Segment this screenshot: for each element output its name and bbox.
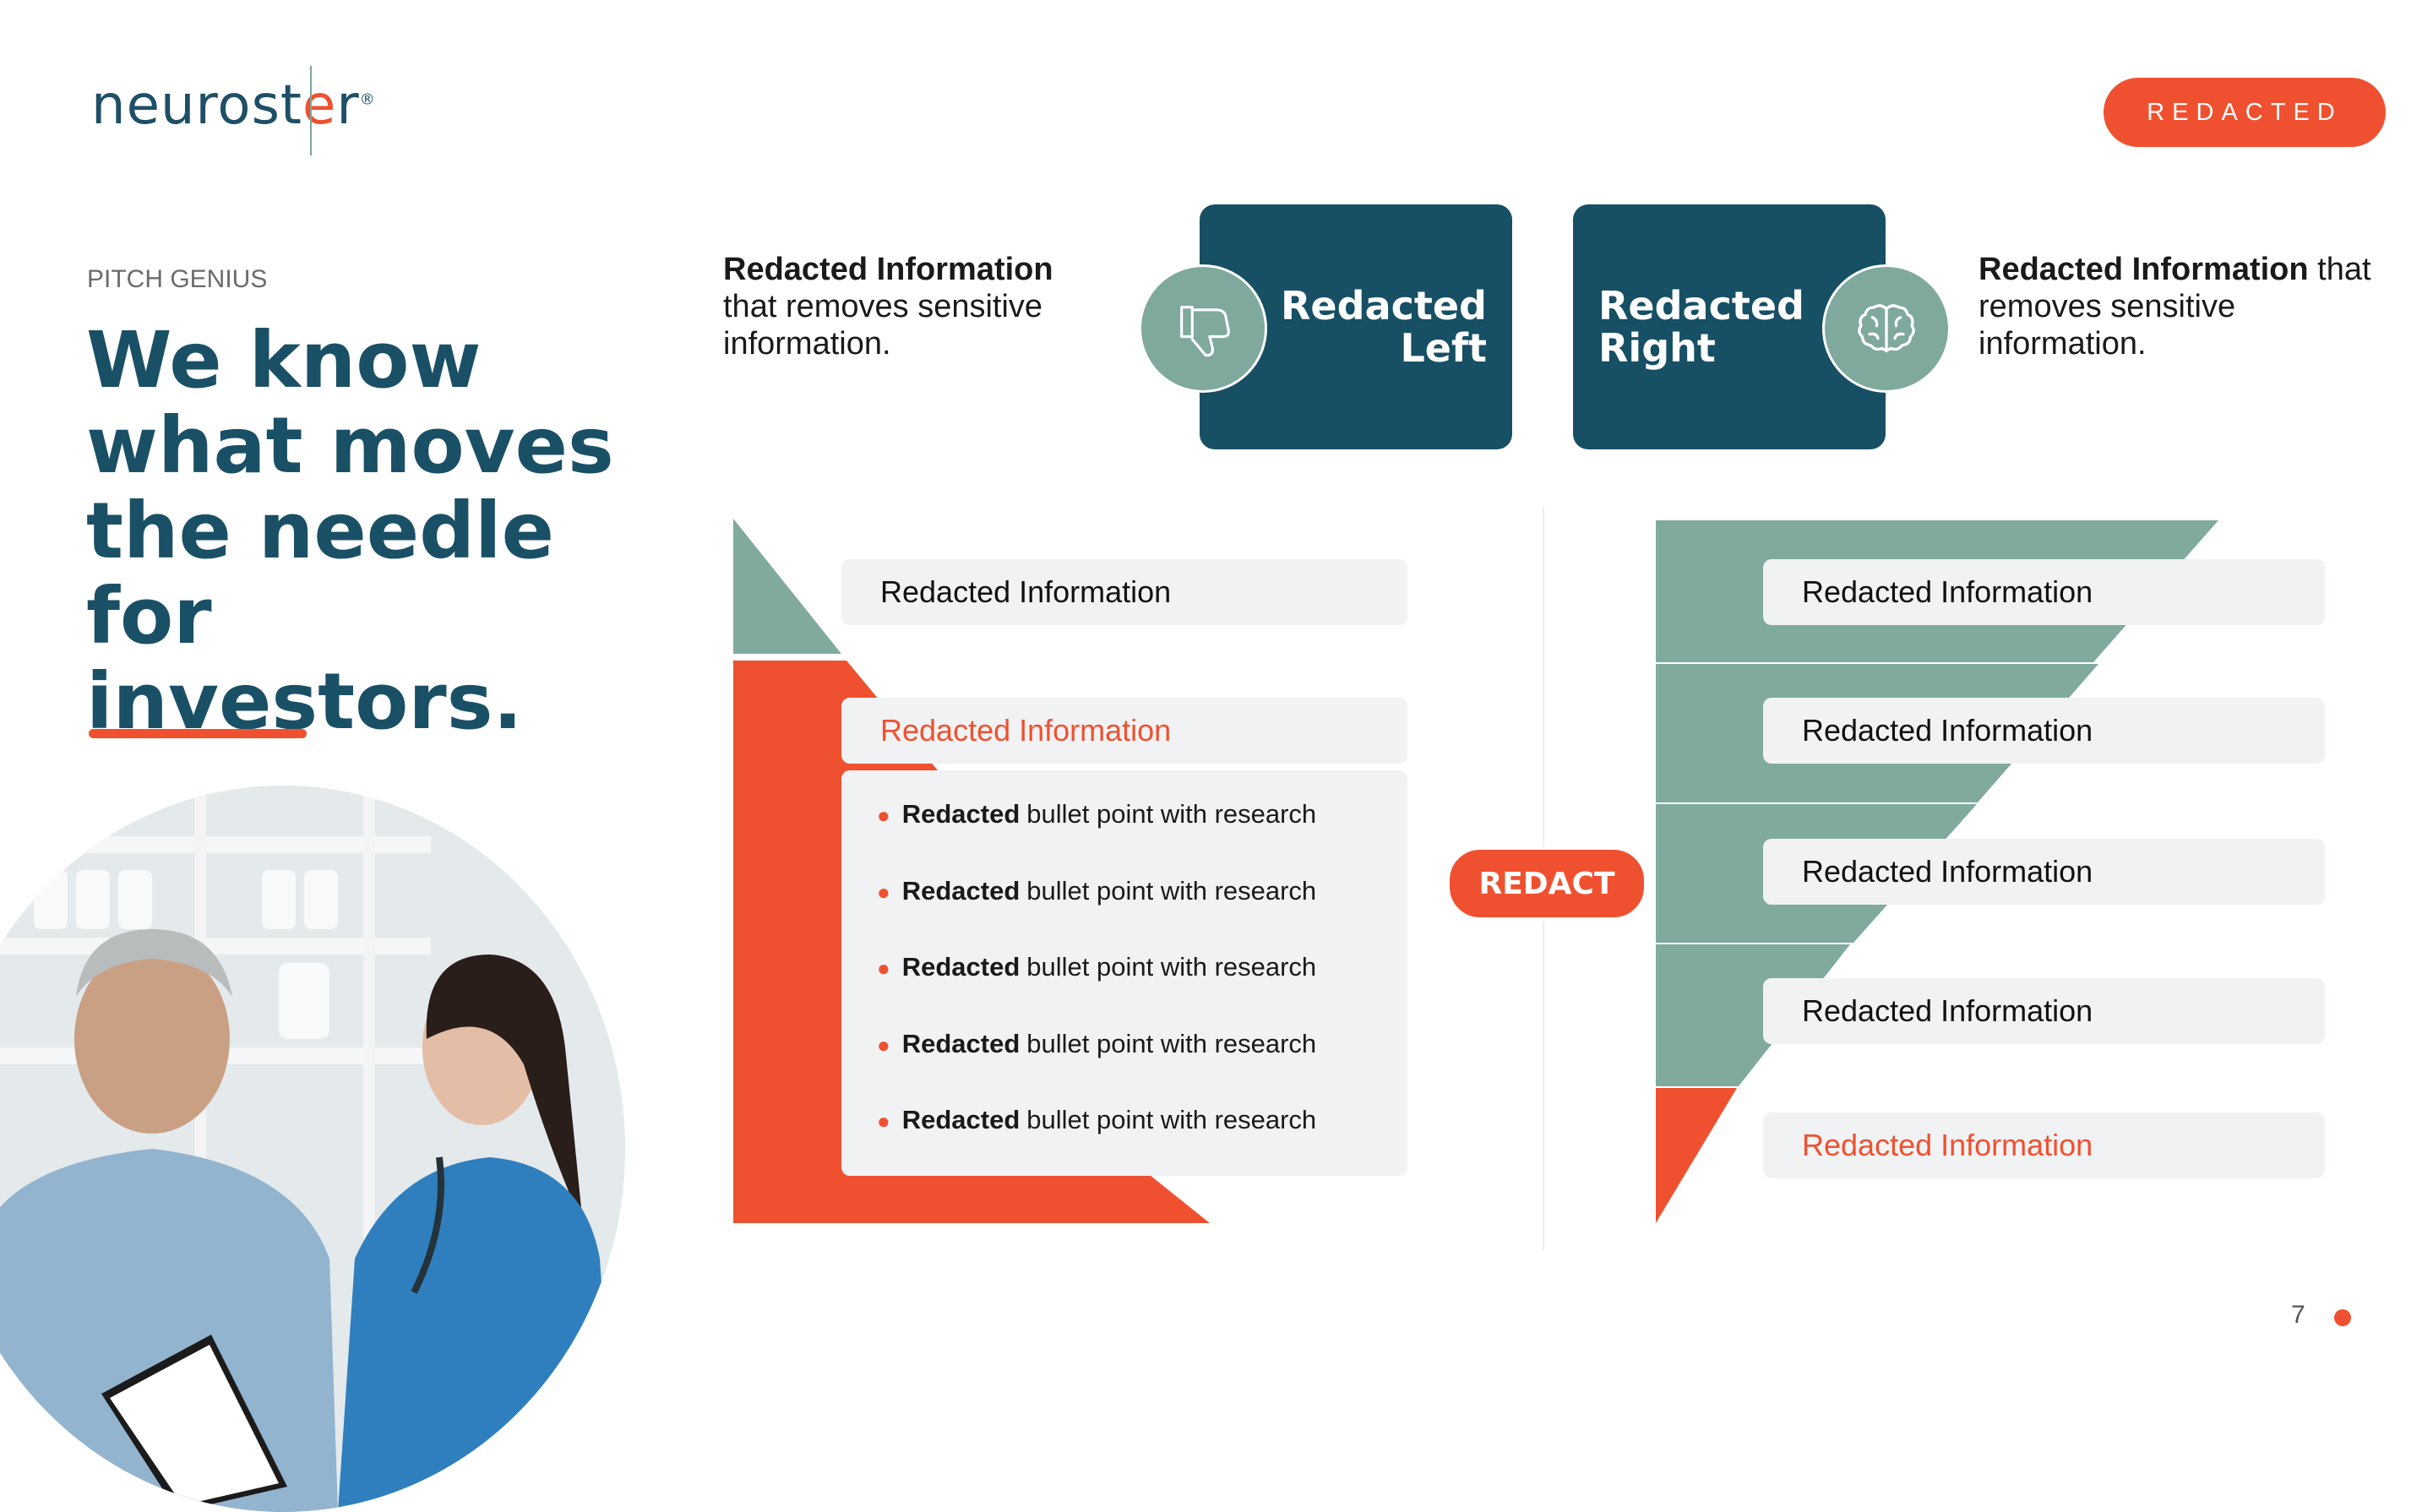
kicker-label: PITCH GENIUS	[87, 265, 268, 293]
left-item-2: Redacted Information	[841, 698, 1407, 764]
card-left-line1: Redacted	[1281, 283, 1487, 329]
page-indicator-dot	[2334, 1309, 2351, 1326]
right-item-4: Redacted Information	[1763, 978, 2325, 1044]
right-item-3: Redacted Information	[1763, 839, 2325, 905]
card-left-line2: Left	[1400, 325, 1487, 371]
logo-divider	[310, 66, 312, 155]
brand-logo: neuroster®	[91, 74, 376, 137]
redact-badge: REDACT	[1446, 846, 1647, 921]
card-right-line1: Redacted	[1598, 283, 1804, 329]
redacted-right-card: Redacted Right	[1573, 204, 1886, 449]
accent-underline	[89, 729, 307, 738]
brain-icon	[1822, 264, 1951, 393]
redacted-left-card: Redacted Left	[1200, 204, 1512, 449]
card-right-line2: Right	[1598, 325, 1716, 371]
right-info-text: Redacted Information that removes sensit…	[1979, 252, 2371, 362]
right-item-2: Redacted Information	[1763, 698, 2325, 764]
header-badge: REDACTED	[2104, 78, 2386, 147]
page-title: We know what moves the needle for invest…	[86, 315, 614, 747]
left-info-text: Redacted Information that removes sensit…	[723, 252, 1053, 362]
clinic-photo	[0, 786, 625, 1512]
left-item-1: Redacted Information	[841, 559, 1407, 625]
right-item-1: Redacted Information	[1763, 559, 2325, 625]
thumbs-down-icon	[1139, 264, 1267, 393]
right-item-5: Redacted Information	[1763, 1112, 2325, 1178]
page-number: 7	[2291, 1301, 2305, 1329]
